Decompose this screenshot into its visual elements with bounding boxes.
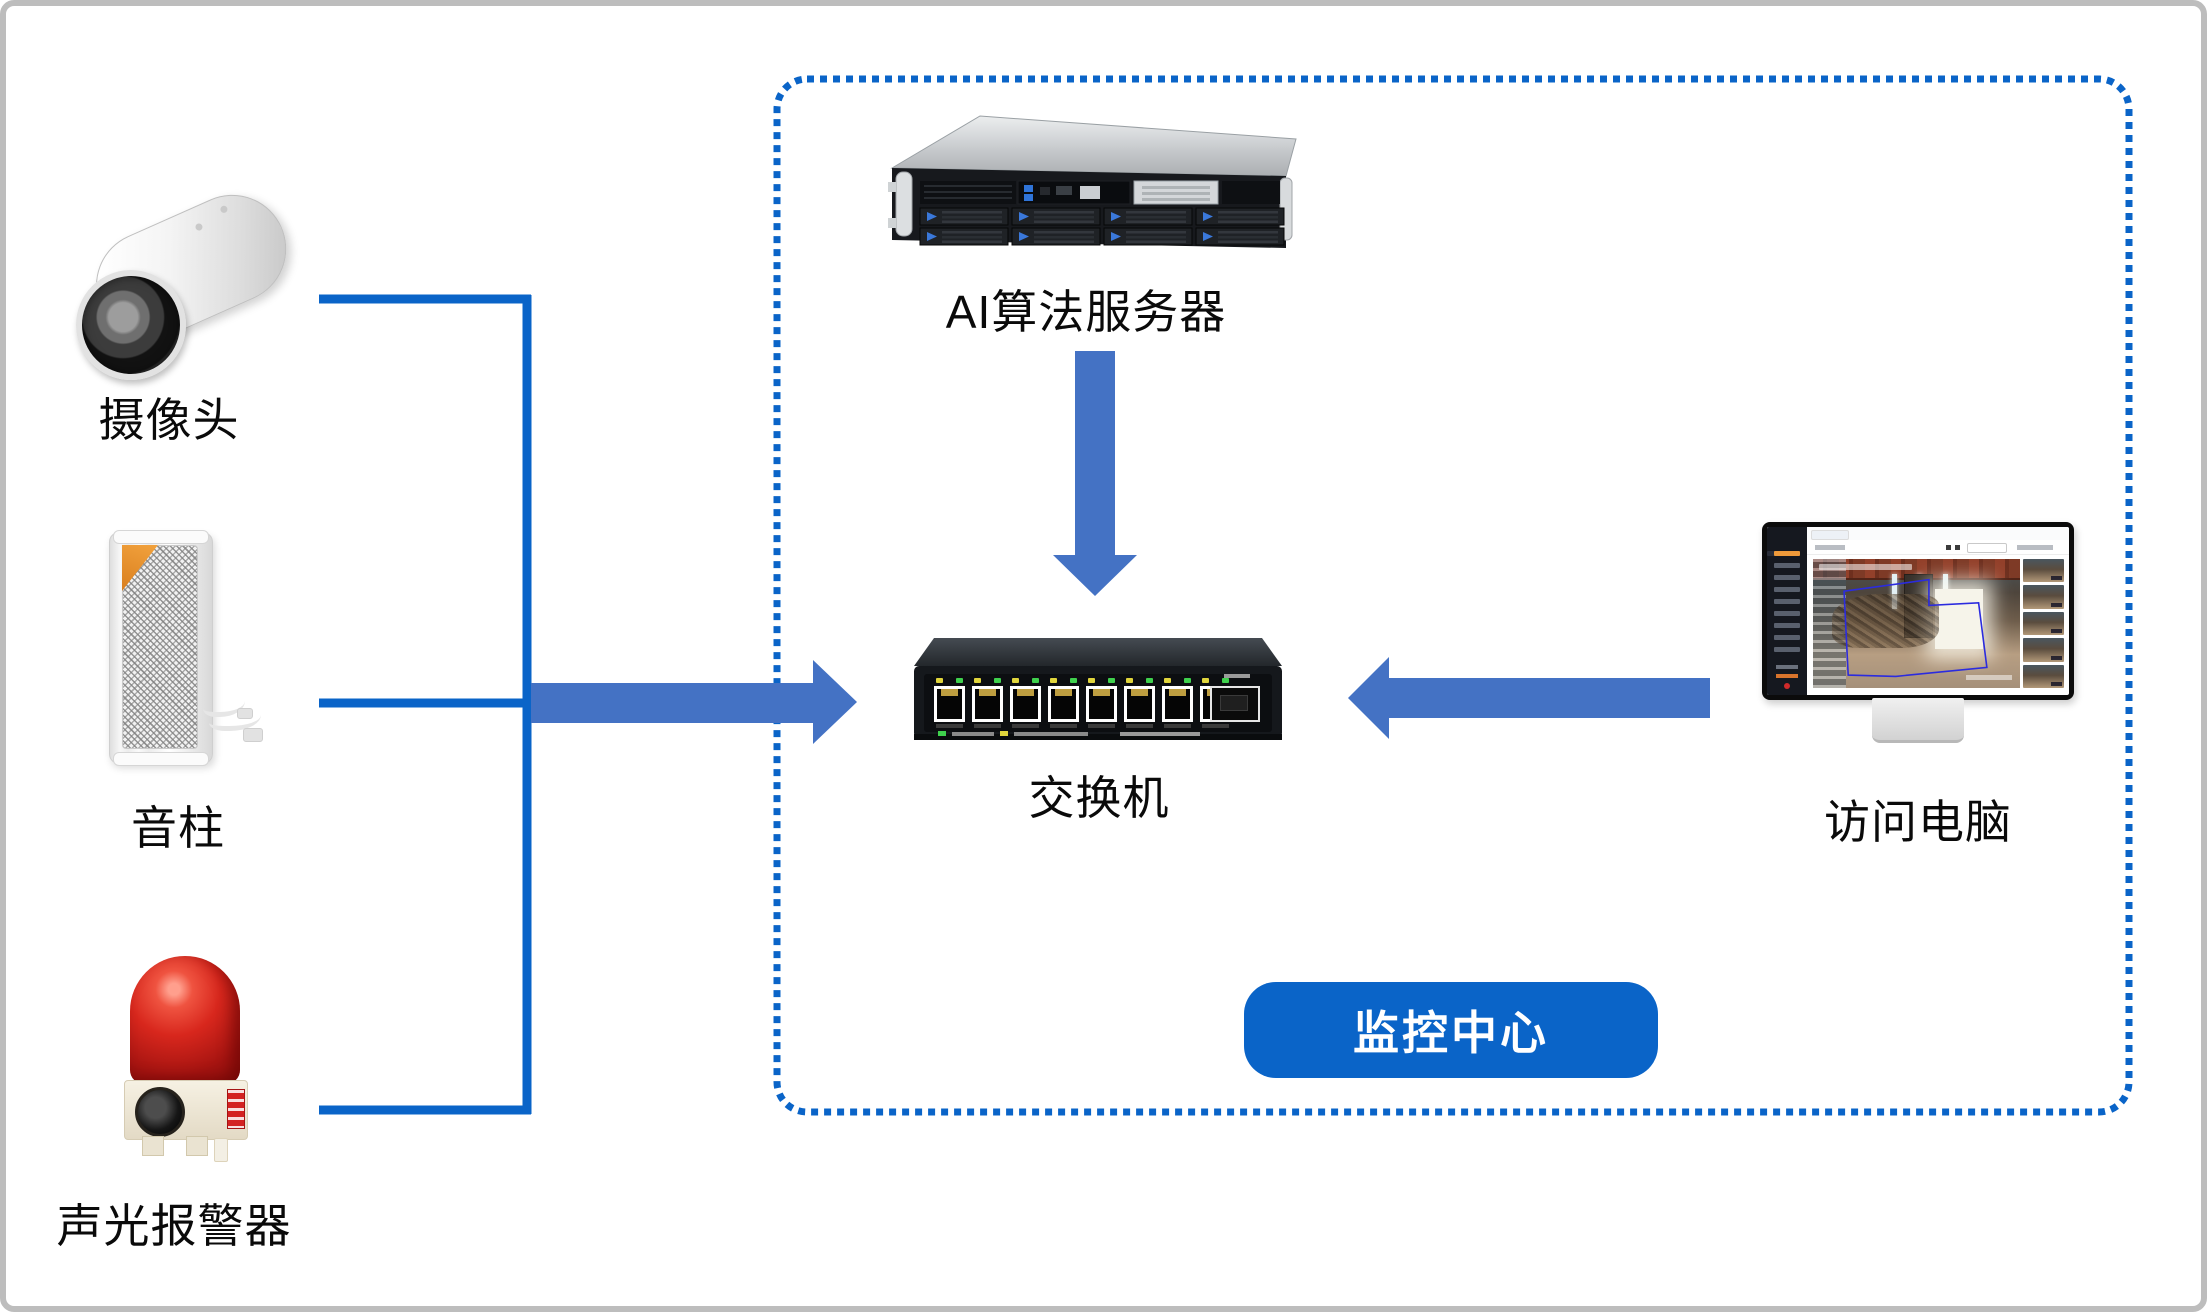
camera-thumbnail: [2023, 664, 2064, 689]
pc-label: 访问电脑: [1824, 796, 2012, 848]
alarm-device: [122, 956, 252, 1166]
arrow-pc-to-switch: [1348, 657, 1710, 739]
switch-legend: [938, 731, 1088, 736]
monitoring-center-label: 监控中心: [1353, 1007, 1549, 1059]
sidebar-menu-item: [1774, 647, 1800, 652]
sidebar-menu-item: [1774, 623, 1800, 628]
camera-thumbnail: [2023, 638, 2064, 662]
monitoring-center-badge: 监控中心: [1244, 982, 1658, 1078]
speaker-plug: [237, 708, 253, 719]
legend-text: [952, 731, 994, 736]
switch-model-text: [1120, 732, 1200, 736]
camera-thumbnail: [2023, 611, 2064, 636]
toolbar-title-text: [1815, 545, 1845, 550]
alarm-dome: [130, 956, 240, 1084]
toolbar-input: [1967, 543, 2007, 553]
arrow-devices-to-switch: [531, 660, 857, 744]
sidebar-menu-item: [1774, 551, 1800, 556]
sidebar-footer-item: [1776, 674, 1798, 678]
legend-yellow-chip: [1000, 731, 1008, 736]
camera-thumbnail: [2023, 585, 2064, 609]
detection-region-overlay: [1813, 559, 2020, 688]
device-connector-lines: [319, 294, 532, 1115]
server-device: [884, 106, 1300, 256]
live-video-feed: [1813, 559, 2020, 688]
alarm-foot: [186, 1136, 208, 1156]
sidebar-menu-item: [1774, 563, 1800, 568]
speaker-cable: [209, 704, 261, 731]
rj45-port: [934, 678, 965, 728]
arrow-server-to-switch: [1053, 351, 1137, 596]
rj45-port: [1086, 678, 1117, 728]
layout-icon: [1946, 545, 1951, 550]
server-chassis: [888, 115, 1297, 248]
sidebar-menu-item: [1774, 611, 1800, 616]
camera-thumbnail-list: [2023, 559, 2064, 689]
sfp-port: [1210, 686, 1260, 722]
layout-icon: [1955, 545, 1960, 550]
alarm-horn: [135, 1087, 185, 1137]
video-scrap-pile: [1831, 593, 1940, 648]
video-watermark: [1966, 675, 2012, 680]
rj45-port: [1162, 678, 1193, 728]
speaker-mesh: [122, 545, 198, 749]
legend-green-chip: [938, 731, 946, 736]
speaker-cap-top: [113, 530, 209, 544]
app-titlebar: [1767, 527, 2069, 541]
sfp-label: [1224, 674, 1250, 678]
sidebar-logout-icon: [1784, 683, 1790, 689]
video-bright-doorway: [1935, 588, 1983, 650]
sidebar-menu-item: [1774, 635, 1800, 640]
camera-lens: [76, 270, 186, 380]
surveillance-app: [1767, 527, 2069, 695]
alarm-label: 声光报警器: [56, 1200, 292, 1252]
toolbar-right-text: [2017, 545, 2053, 550]
alarm-plug: [214, 1138, 228, 1162]
speaker-label: 音柱: [131, 802, 225, 854]
camera-thumbnail: [2023, 559, 2064, 583]
rj45-port: [1124, 678, 1155, 728]
alarm-tag: [227, 1089, 245, 1129]
pc-monitor-screen: [1762, 522, 2074, 700]
switch-port-row: [934, 678, 1231, 728]
pc-device: [1762, 522, 2074, 744]
video-skylight: [1891, 574, 1897, 610]
camera-dot: [194, 222, 204, 232]
camera-device: [68, 154, 304, 380]
server-label: AI算法服务器: [945, 286, 1227, 338]
camera-dot: [219, 204, 229, 214]
speaker-device: [109, 530, 263, 768]
pc-monitor-stand: [1872, 698, 1964, 743]
rj45-port: [972, 678, 1003, 728]
rj45-port: [1010, 678, 1041, 728]
switch-device: [912, 636, 1284, 746]
speaker-plug: [243, 728, 263, 742]
sidebar-menu-item: [1774, 587, 1800, 592]
app-toolbar: [1807, 540, 2069, 555]
sidebar-footer-item: [1776, 665, 1798, 669]
alarm-base: [124, 1080, 248, 1140]
legend-text: [1014, 731, 1088, 736]
app-sidebar-footer: [1767, 660, 1807, 689]
alarm-foot: [142, 1136, 164, 1156]
video-timestamp: [1819, 564, 1913, 570]
rj45-port: [1048, 678, 1079, 728]
app-tab: [1811, 530, 1849, 540]
switch-label: 交换机: [1028, 772, 1170, 824]
speaker-cap-bottom: [113, 752, 209, 766]
sidebar-menu-item: [1774, 575, 1800, 580]
camera-label: 摄像头: [98, 394, 240, 446]
sidebar-menu-item: [1774, 599, 1800, 604]
